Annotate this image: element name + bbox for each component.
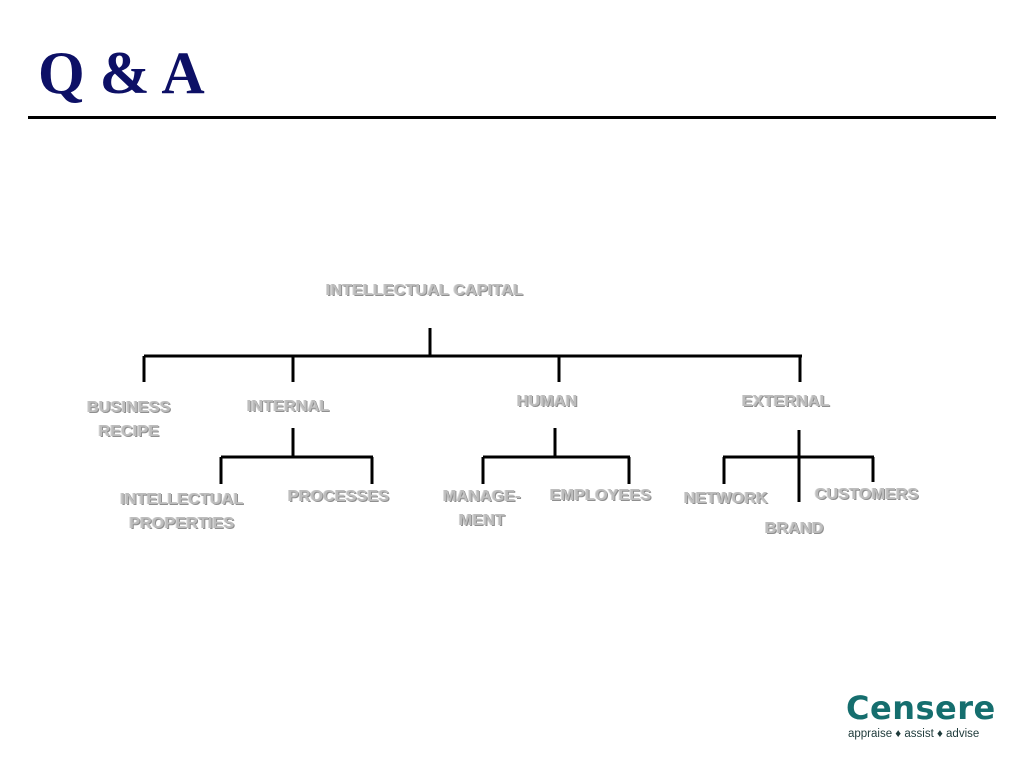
censere-logo: Censere appraise ♦ assist ♦ advise <box>846 689 996 742</box>
title-divider <box>28 116 996 119</box>
node-employees: EMPLOYEES <box>550 487 652 504</box>
logo-tagline: appraise ♦ assist ♦ advise <box>848 728 980 740</box>
node-external: EXTERNAL <box>742 393 830 410</box>
logo-wordmark: Censere <box>846 689 996 727</box>
node-intellectual-properties: INTELLECTUAL PROPERTIES <box>120 491 244 532</box>
node-customers: CUSTOMERS <box>815 486 919 503</box>
node-business-recipe: BUSINESS RECIPE <box>87 399 171 440</box>
slide-title: Q & A <box>38 40 205 106</box>
node-processes: PROCESSES <box>288 488 390 505</box>
node-internal: INTERNAL <box>247 398 330 415</box>
node-network: NETWORK <box>684 490 769 507</box>
node-intellectual-capital: INTELLECTUAL CAPITAL <box>326 282 524 299</box>
node-management: MANAGE- MENT <box>443 488 521 529</box>
node-human: HUMAN <box>517 393 578 410</box>
node-brand: BRAND <box>765 520 824 537</box>
